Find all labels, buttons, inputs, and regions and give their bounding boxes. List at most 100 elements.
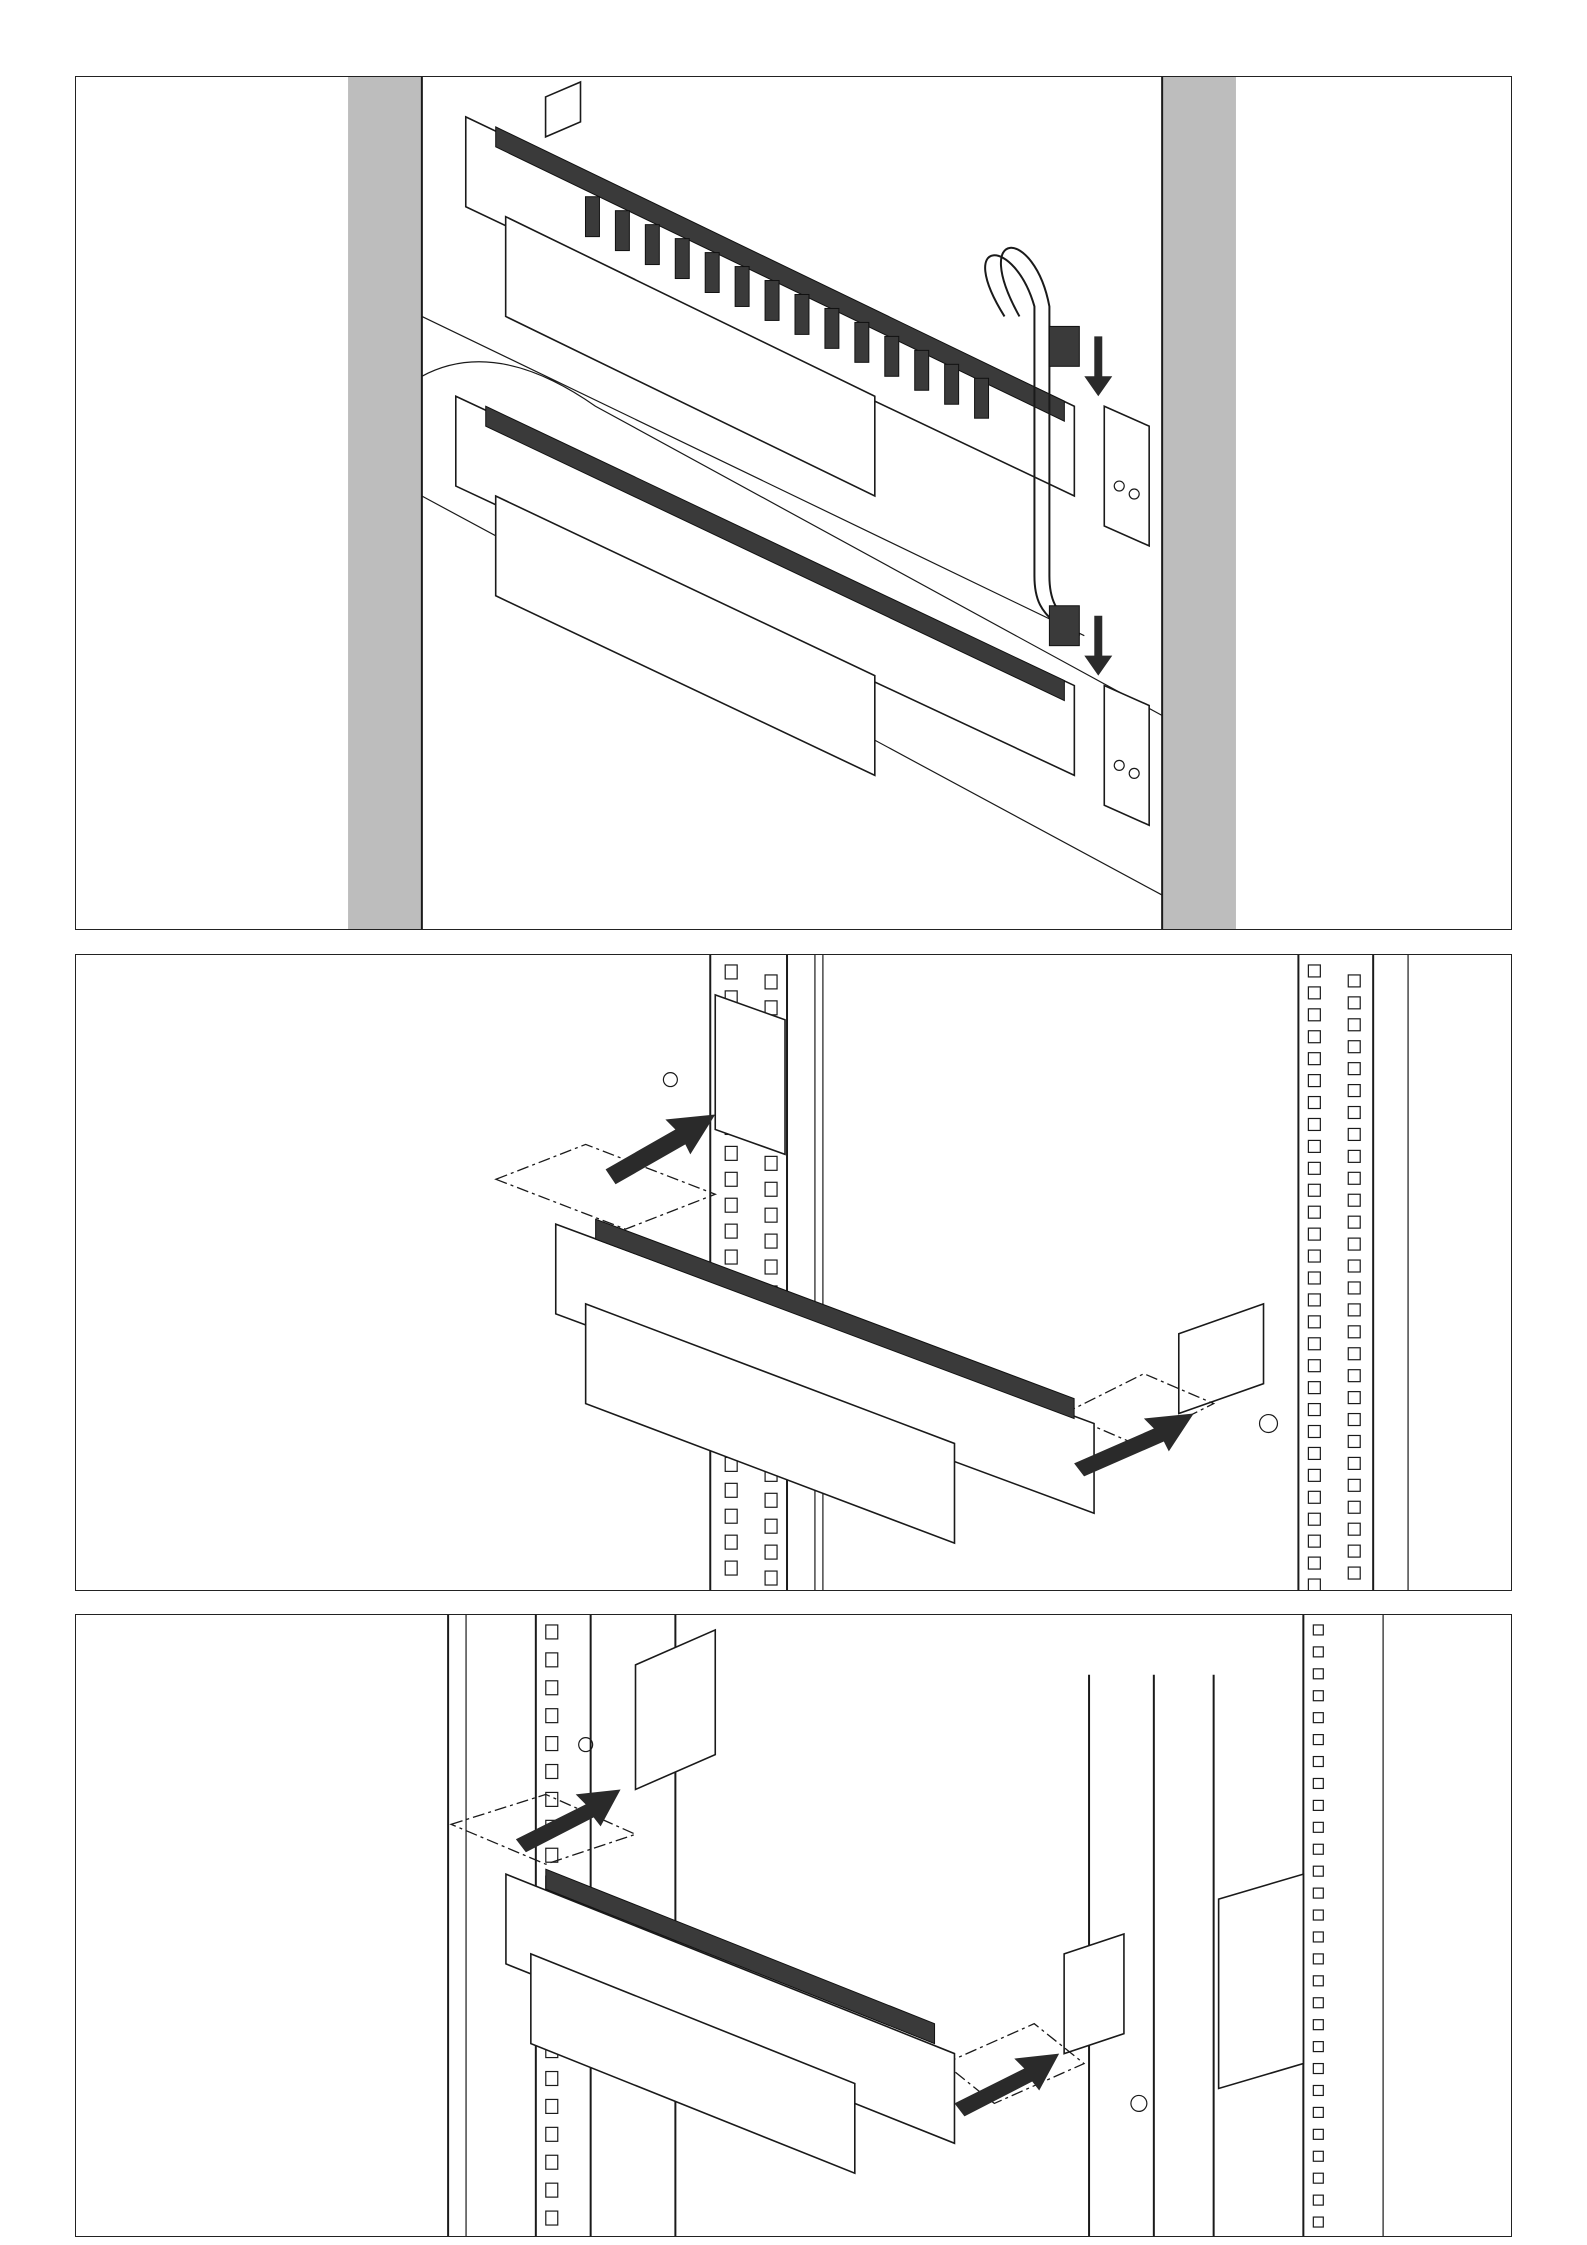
rack-hole xyxy=(1348,1260,1360,1272)
rack-hole xyxy=(765,1156,777,1170)
rack-hole xyxy=(1313,1822,1323,1832)
rack-hole xyxy=(1313,2195,1323,2205)
busbar-comb xyxy=(975,378,989,418)
rack-hole xyxy=(1313,1910,1323,1920)
rack-hole xyxy=(546,2072,558,2086)
down-arrow-upper xyxy=(1084,336,1112,396)
rack-hole xyxy=(1313,1954,1323,1964)
rack-hole xyxy=(1313,2020,1323,2030)
rack-hole xyxy=(1348,1128,1360,1140)
right-rack-upright xyxy=(1298,955,1408,1590)
rack-hole xyxy=(725,1483,737,1497)
upper-bracket xyxy=(636,1630,716,1789)
busbar-comb xyxy=(825,308,839,348)
rack-hole xyxy=(1348,1194,1360,1206)
busbar-comb xyxy=(675,239,689,279)
rack-hole xyxy=(725,965,737,979)
rack-hole xyxy=(1313,1669,1323,1679)
rack-hole xyxy=(1308,1491,1320,1503)
rack-hole xyxy=(765,1234,777,1248)
rack-hole xyxy=(765,975,777,989)
rack-hole xyxy=(1348,1085,1360,1097)
rack-hole xyxy=(1313,1888,1323,1898)
rack-hole xyxy=(1348,997,1360,1009)
rack-hole xyxy=(765,1571,777,1585)
busbar-comb xyxy=(855,322,869,362)
busbar-comb xyxy=(945,364,959,404)
rack-hole xyxy=(1313,1735,1323,1745)
rack-hole xyxy=(1313,2107,1323,2117)
insert-arrow-lower xyxy=(954,2054,1059,2117)
rack-hole xyxy=(1313,1932,1323,1942)
rack-hole xyxy=(1313,1647,1323,1657)
busbar-comb xyxy=(645,225,659,265)
rack-hole xyxy=(725,1561,737,1575)
rack-hole xyxy=(1308,1338,1320,1350)
step-3-panel xyxy=(75,1614,1512,2237)
screw-left xyxy=(663,1073,677,1087)
breaker-busbar-assembly xyxy=(556,1219,1094,1543)
rack-hole xyxy=(1348,1107,1360,1119)
rack-hole xyxy=(1348,1457,1360,1469)
rack-hole xyxy=(725,1198,737,1212)
rack-hole xyxy=(1308,1162,1320,1174)
rack-hole xyxy=(1308,1404,1320,1416)
right-upright xyxy=(1162,77,1236,929)
rack-hole xyxy=(1308,1031,1320,1043)
rack-hole xyxy=(1348,975,1360,987)
rack-hole xyxy=(546,1848,558,1862)
rack-hole xyxy=(1348,1348,1360,1360)
rack-hole xyxy=(1348,1282,1360,1294)
busbar-comb xyxy=(705,253,719,293)
rack-hole xyxy=(1313,2042,1323,2052)
busbar-comb xyxy=(615,211,629,251)
rack-hole xyxy=(1348,1172,1360,1184)
rack-hole xyxy=(725,1535,737,1549)
rack-hole xyxy=(1348,1238,1360,1250)
rack-hole xyxy=(1308,1097,1320,1109)
busbar-comb xyxy=(795,294,809,334)
rack-hole xyxy=(765,1519,777,1533)
rack-hole xyxy=(1348,1370,1360,1382)
rack-hole xyxy=(1313,1757,1323,1767)
rack-hole xyxy=(1348,1567,1360,1579)
rack-hole xyxy=(765,1208,777,1222)
rack-hole xyxy=(725,1146,737,1160)
busbar-comb xyxy=(735,267,749,307)
rack-hole xyxy=(1313,2151,1323,2161)
rack-hole xyxy=(1313,1866,1323,1876)
busbar-comb xyxy=(915,350,929,390)
rack-hole xyxy=(1308,1469,1320,1481)
rack-hole xyxy=(1308,1053,1320,1065)
rack-hole xyxy=(1308,987,1320,999)
rack-hole xyxy=(1308,1250,1320,1262)
rack-hole xyxy=(1308,1184,1320,1196)
rack-hole xyxy=(1308,1075,1320,1087)
rack-hole xyxy=(1348,1435,1360,1447)
rack-hole xyxy=(1308,1579,1320,1590)
rack-hole xyxy=(765,1493,777,1507)
rack-hole xyxy=(1348,1392,1360,1404)
busbar-comb xyxy=(765,281,779,321)
busbar-comb xyxy=(585,197,599,237)
rack-hole xyxy=(725,1224,737,1238)
rack-hole xyxy=(1348,1150,1360,1162)
rack-hole xyxy=(546,1681,558,1695)
rack-hole xyxy=(765,1545,777,1559)
rack-hole xyxy=(546,2099,558,2113)
rack-hole xyxy=(725,1172,737,1186)
rack-hole xyxy=(546,1653,558,1667)
rack-hole xyxy=(1313,1691,1323,1701)
down-arrow-lower xyxy=(1084,616,1112,676)
step-3-illustration xyxy=(76,1615,1511,2236)
rack-hole xyxy=(725,1509,737,1523)
left-upright xyxy=(348,77,422,929)
rack-hole xyxy=(1308,1316,1320,1328)
rack-hole xyxy=(546,2127,558,2141)
rack-hole xyxy=(765,1260,777,1274)
rack-hole xyxy=(1348,1414,1360,1426)
screw-right xyxy=(1260,1415,1278,1433)
rack-hole xyxy=(1308,1009,1320,1021)
right-bracket xyxy=(1179,1304,1264,1414)
rack-hole xyxy=(1348,1304,1360,1316)
